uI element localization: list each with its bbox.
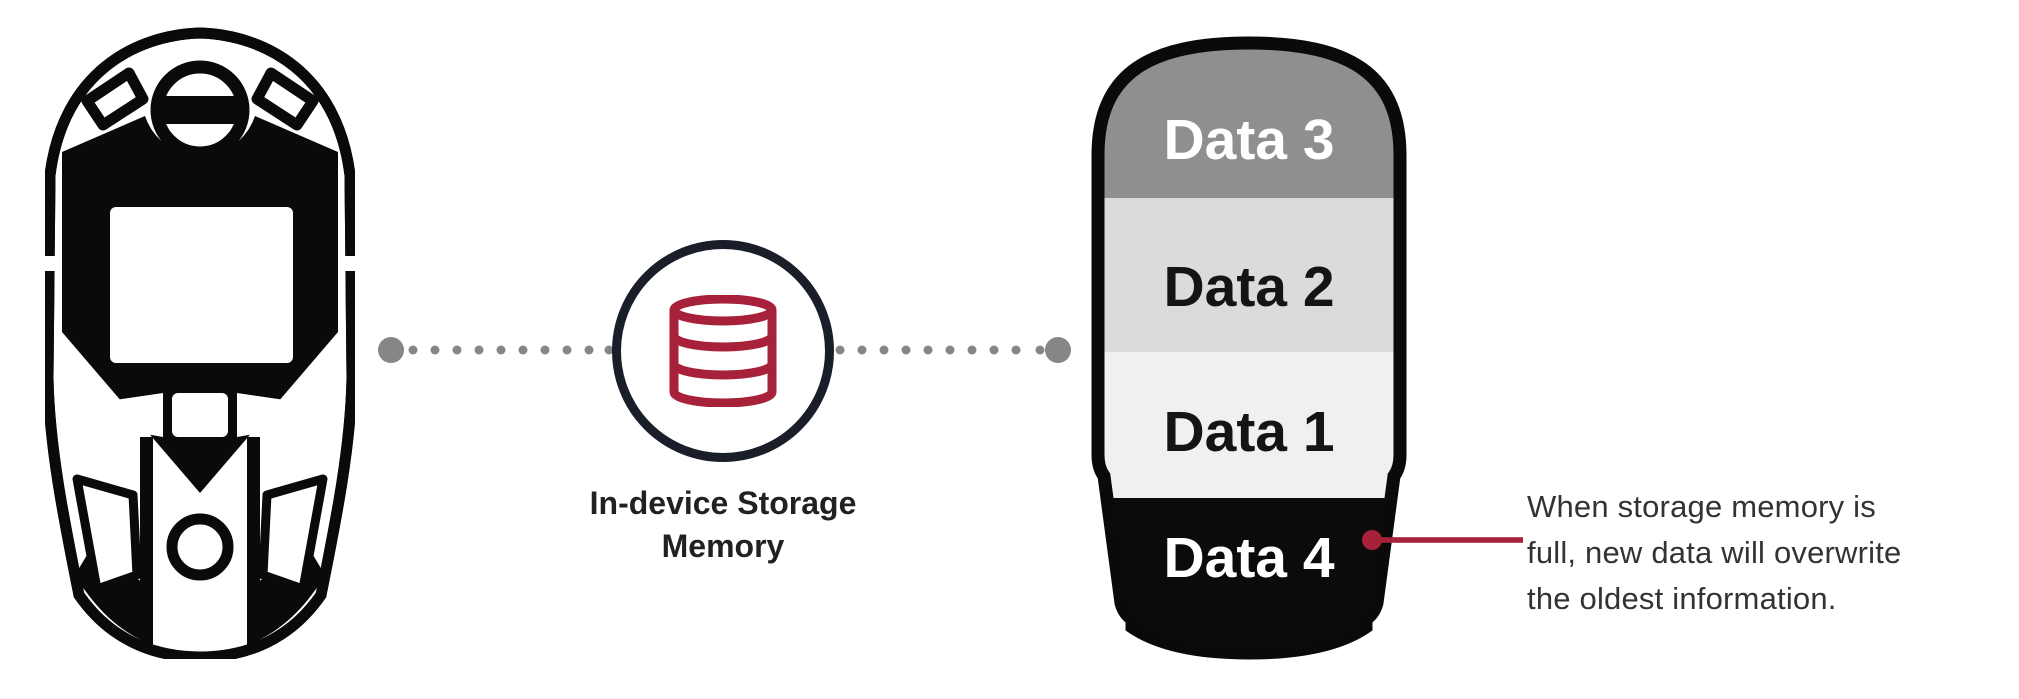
- in-device-storage-memory-label: In-device Storage Memory: [523, 482, 923, 568]
- annotation-line-2: full, new data will overwrite: [1527, 535, 1902, 570]
- data-3-label: Data 3: [1163, 108, 1334, 172]
- data-1-label: Data 1: [1163, 400, 1334, 464]
- device-button-center: [172, 393, 228, 437]
- label-line-2: Memory: [661, 528, 785, 564]
- device-button-right: [237, 393, 285, 437]
- data-segment-1: [1098, 352, 1400, 498]
- device-screen: [110, 207, 293, 363]
- overwrite-annotation: When storage memory is full, new data wi…: [1527, 484, 1977, 622]
- device-sensor-right-icon: [251, 67, 319, 131]
- data-segment-2: [1098, 198, 1400, 352]
- annotation-callout-line: [1362, 530, 1523, 550]
- gas-detector-device-icon: [45, 27, 355, 659]
- annotation-line-1: When storage memory is: [1527, 489, 1876, 524]
- data-segment-3: [1098, 43, 1400, 198]
- dotted-connector-left: [378, 337, 614, 363]
- data-2-label: Data 2: [1163, 255, 1334, 319]
- connector-endpoint-dot: [1045, 337, 1071, 363]
- connector-endpoint-dot: [378, 337, 404, 363]
- dotted-connector-right: [835, 337, 1071, 363]
- label-line-1: In-device Storage: [589, 485, 857, 521]
- database-icon: [669, 295, 777, 407]
- device-button-left: [115, 393, 163, 437]
- device-speaker-icon: [166, 513, 234, 581]
- storage-memory-stick-icon: Data 3 Data 2 Data 1 Data 4: [1091, 36, 1407, 660]
- data-segment-4: [1098, 498, 1400, 653]
- data-4-label: Data 4: [1163, 526, 1334, 590]
- storage-memory-circle: [612, 240, 834, 462]
- annotation-line-3: the oldest information.: [1527, 581, 1837, 616]
- device-sensor-left-icon: [81, 67, 149, 131]
